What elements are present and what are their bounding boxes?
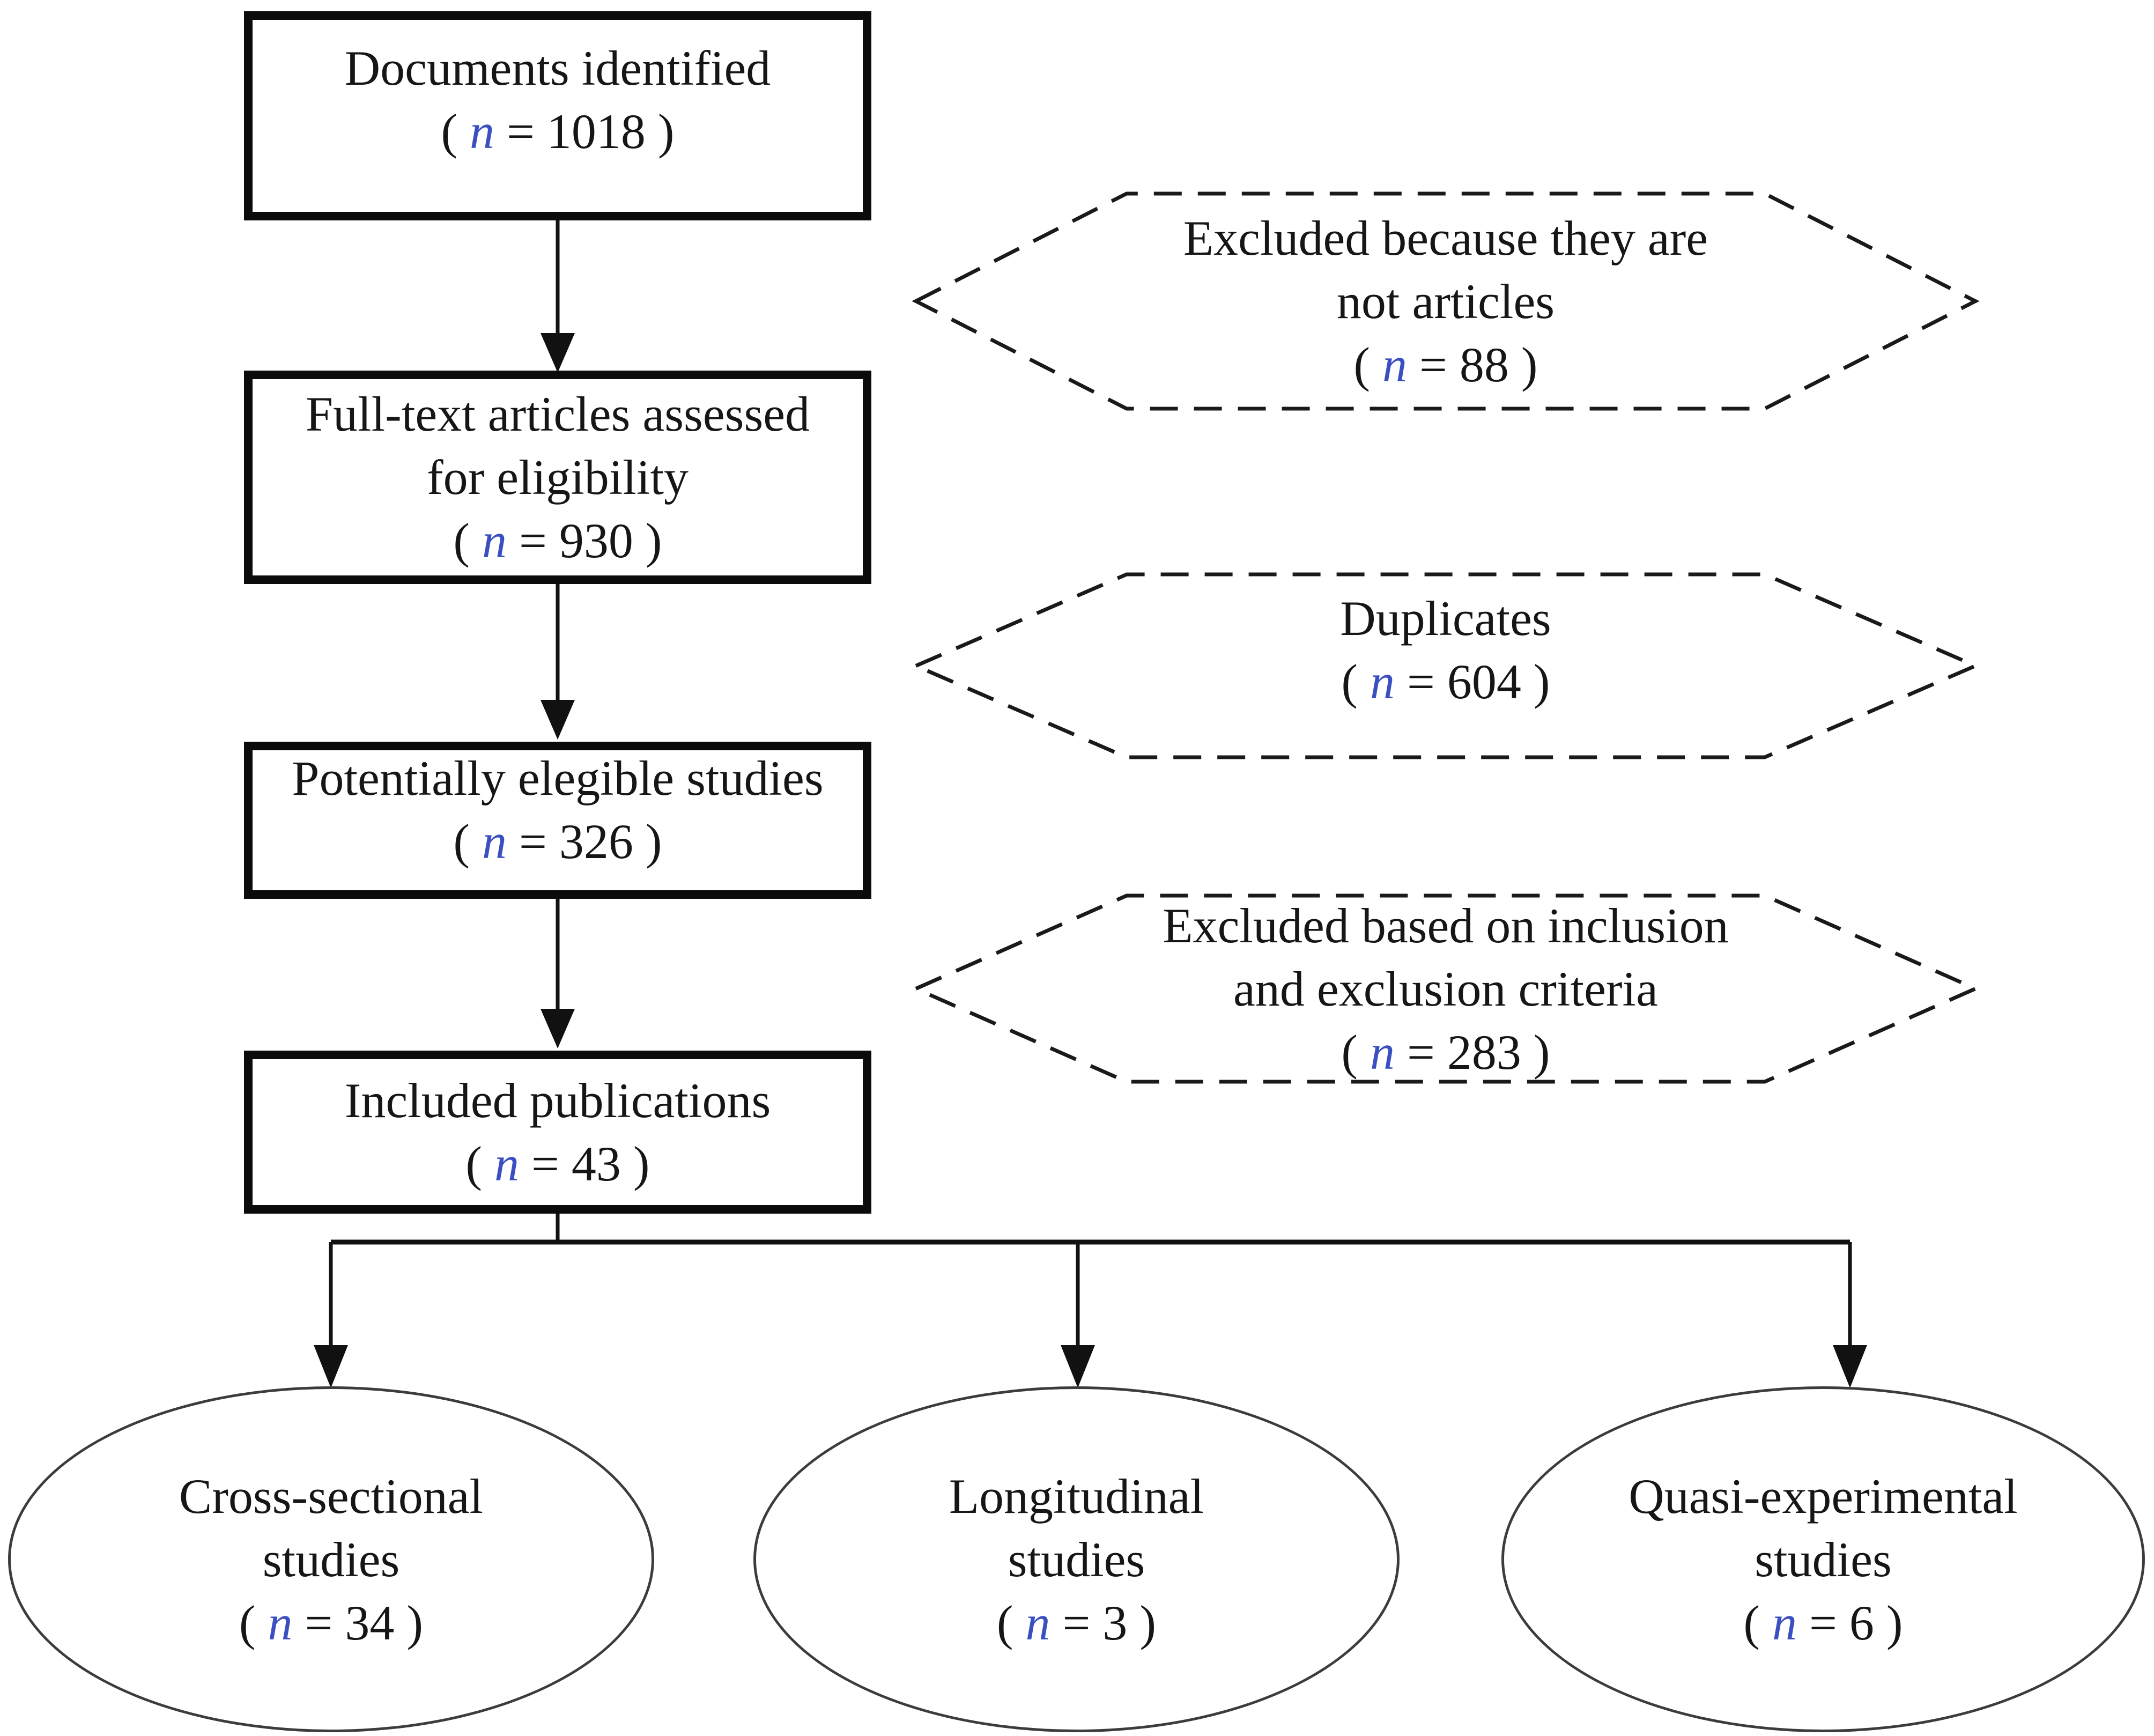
outcome-ellipse-quasi-experimental: Quasi-experimental studies ( n = 6 ) <box>1501 1386 2145 1732</box>
n-symbol: n <box>494 1136 520 1191</box>
hexagon-n-line: ( n = 604 ) <box>1341 654 1550 709</box>
hexagon-label-line: and exclusion criteria <box>1233 961 1658 1016</box>
hexagon-label-line: not articles <box>1336 274 1555 329</box>
hexagon-text: Excluded because they are not articles (… <box>1183 206 1708 396</box>
n-symbol: n <box>1370 654 1395 709</box>
box-text: Full-text articles assessed for eligibil… <box>306 382 810 572</box>
flow-box-included-publications: Included publications ( n = 43 ) <box>244 1051 871 1214</box>
hexagon-outline <box>911 893 1980 1084</box>
flow-box-potentially-elegible: Potentially elegible studies ( n = 326 ) <box>244 742 871 899</box>
box-label-line: for eligibility <box>426 450 689 505</box>
exclusion-hexagon-duplicates: Duplicates ( n = 604 ) <box>911 572 1980 759</box>
box-n-line: ( n = 43 ) <box>465 1136 650 1191</box>
hexagon-outline <box>912 191 1980 411</box>
hexagon-outline <box>911 572 1980 759</box>
box-label-line: Full-text articles assessed <box>305 387 810 441</box>
branch-connector <box>314 1214 1867 1388</box>
box-n-line: ( n = 1018 ) <box>441 104 675 159</box>
n-symbol: n <box>470 104 495 159</box>
hexagon-label-line: Duplicates <box>1340 590 1551 646</box>
n-symbol: n <box>1025 1595 1050 1650</box>
n-symbol: n <box>1772 1595 1797 1650</box>
outcome-ellipse-cross-sectional: Cross-sectional studies ( n = 34 ) <box>8 1386 654 1732</box>
n-symbol: n <box>482 513 507 568</box>
arrow-box3-box4 <box>541 899 575 1048</box>
ellipse-n-line: ( n = 34 ) <box>239 1595 424 1650</box>
ellipse-label-line: studies <box>1755 1532 1892 1587</box>
box-label-line: Potentially elegible studies <box>292 750 824 806</box>
arrow-box2-box3 <box>541 584 575 740</box>
n-symbol: n <box>1382 337 1408 392</box>
exclusion-hexagon-not-articles: Excluded because they are not articles (… <box>912 191 1980 411</box>
ellipse-n-line: ( n = 3 ) <box>996 1595 1157 1650</box>
flow-box-documents-identified: Documents identified ( n = 1018 ) <box>244 11 871 220</box>
box-text: Documents identified ( n = 1018 ) <box>345 36 771 195</box>
hexagon-label-line: Excluded based on inclusion <box>1163 898 1729 953</box>
ellipse-label-line: studies <box>1008 1532 1145 1587</box>
ellipse-label-line: Longitudinal <box>949 1468 1204 1524</box>
box-n-line: ( n = 326 ) <box>453 814 662 869</box>
ellipse-n-line: ( n = 6 ) <box>1743 1595 1903 1650</box>
hexagon-text: Duplicates ( n = 604 ) <box>1340 587 1551 745</box>
box-text: Included publications ( n = 43 ) <box>345 1069 771 1195</box>
exclusion-hexagon-criteria: Excluded based on inclusion and exclusio… <box>911 893 1980 1084</box>
box-n-line: ( n = 930 ) <box>453 513 662 568</box>
n-symbol: n <box>1370 1024 1395 1080</box>
hexagon-n-line: ( n = 88 ) <box>1353 337 1538 392</box>
ellipse-text: Longitudinal studies ( n = 3 ) <box>949 1465 1204 1654</box>
arrow-box1-box2 <box>541 220 575 373</box>
ellipse-label-line: Cross-sectional <box>179 1468 484 1524</box>
ellipse-label-line: studies <box>262 1532 400 1587</box>
flow-box-fulltext-assessed: Full-text articles assessed for eligibil… <box>244 371 871 584</box>
box-label-line: Documents identified <box>344 41 771 95</box>
hexagon-n-line: ( n = 283 ) <box>1341 1024 1550 1080</box>
ellipse-label-line: Quasi-experimental <box>1629 1468 2018 1524</box>
hexagon-text: Excluded based on inclusion and exclusio… <box>1163 894 1728 1084</box>
outcome-ellipse-longitudinal: Longitudinal studies ( n = 3 ) <box>753 1386 1400 1732</box>
n-symbol: n <box>482 814 507 869</box>
ellipse-text: Cross-sectional studies ( n = 34 ) <box>179 1465 483 1654</box>
box-label-line: Included publications <box>344 1073 771 1128</box>
ellipse-text: Quasi-experimental studies ( n = 6 ) <box>1629 1465 2018 1654</box>
box-text: Potentially elegible studies ( n = 326 ) <box>292 747 823 895</box>
hexagon-label-line: Excluded because they are <box>1183 210 1708 265</box>
n-symbol: n <box>268 1595 293 1650</box>
